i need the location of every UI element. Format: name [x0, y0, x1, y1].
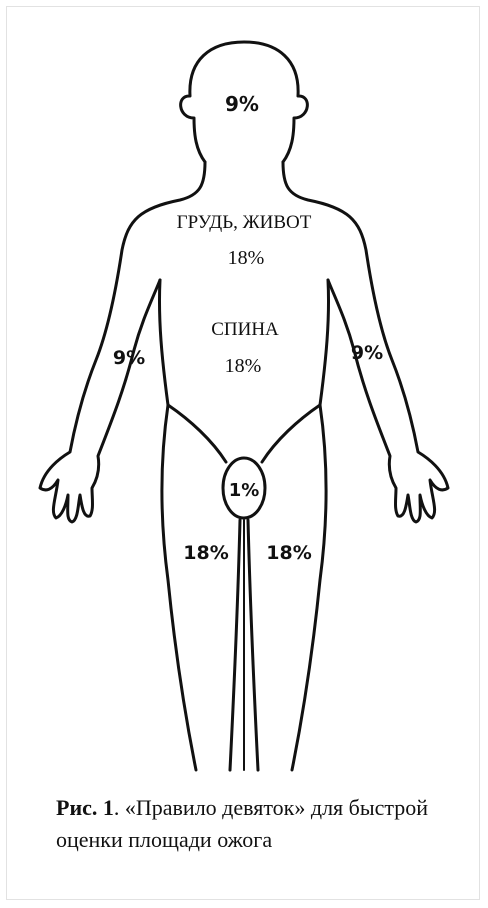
groin-line-left	[168, 405, 226, 462]
left-torso-outline	[159, 280, 168, 405]
left-leg-outline	[162, 405, 196, 770]
right-torso-outline	[320, 280, 329, 405]
right-leg-outline	[292, 405, 326, 770]
groin-line-right	[262, 405, 320, 462]
inner-leg-right	[248, 520, 258, 770]
groin-percent-label: 1%	[229, 480, 260, 501]
figure-caption: Рис. 1. «Правило девяток» для быстрой оц…	[56, 792, 456, 856]
left-arm-percent-label: 9%	[113, 347, 145, 369]
chest-abdomen-label: ГРУДЬ, ЖИВОТ	[177, 212, 312, 233]
back-label: СПИНА	[211, 319, 279, 340]
caption-prefix: Рис. 1	[56, 795, 114, 820]
chest-abdomen-percent-label: 18%	[228, 247, 265, 269]
body-outline-diagram: 9% ГРУДЬ, ЖИВОТ 18% СПИНА 18% 9% 9% 1% 1…	[0, 0, 488, 790]
right-arm-percent-label: 9%	[351, 342, 383, 364]
back-percent-label: 18%	[225, 355, 262, 377]
left-leg-percent-label: 18%	[183, 542, 228, 564]
right-leg-percent-label: 18%	[266, 542, 311, 564]
inner-leg-left	[230, 520, 240, 770]
head-percent-label: 9%	[225, 92, 259, 116]
